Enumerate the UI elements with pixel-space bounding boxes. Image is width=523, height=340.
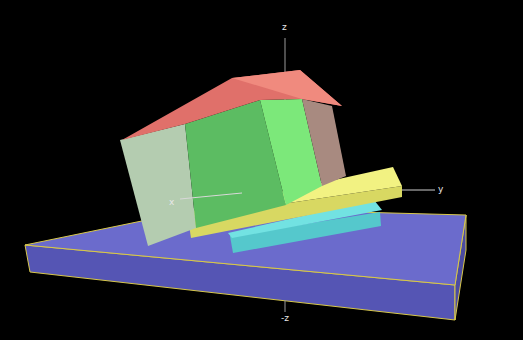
x-axis xyxy=(180,193,242,199)
negative-z-axis xyxy=(285,300,286,312)
house xyxy=(120,70,346,246)
axis-label: x xyxy=(169,197,174,207)
axis-label: z xyxy=(282,22,287,32)
axis-label: y xyxy=(438,184,443,194)
axis-label: -z xyxy=(281,313,289,323)
y-axis xyxy=(402,190,435,191)
